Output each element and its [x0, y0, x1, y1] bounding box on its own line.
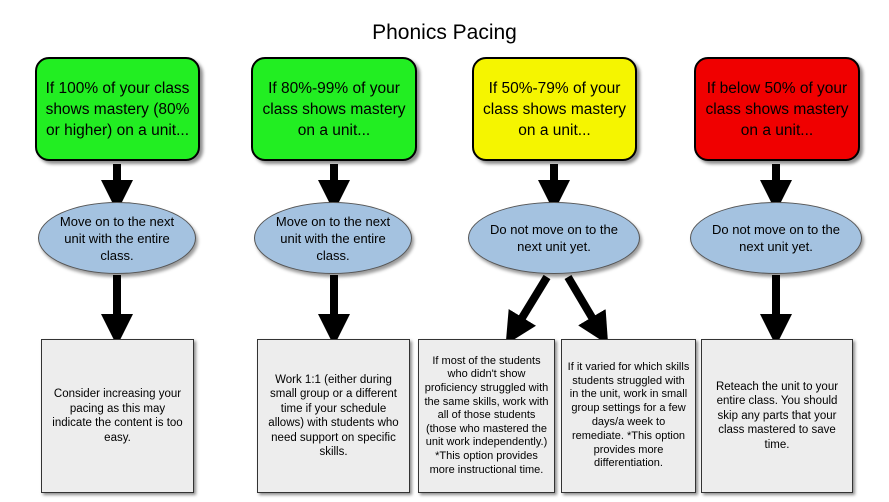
- action-text: Move on to the next unit with the entire…: [275, 213, 391, 263]
- condition-text: If 50%-79% of your class shows mastery o…: [483, 79, 626, 139]
- result-box-2: Work 1:1 (either during small group or a…: [257, 339, 410, 493]
- condition-text: If 80%-99% of your class shows mastery o…: [262, 79, 406, 139]
- condition-box-below-50-percent: If below 50% of your class shows mastery…: [694, 57, 860, 161]
- condition-text: If 100% of your class shows mastery (80%…: [45, 79, 190, 139]
- diagram-title: Phonics Pacing: [372, 21, 517, 44]
- action-text: Do not move on to the next unit yet.: [490, 222, 618, 254]
- condition-box-50-79-percent: If 50%-79% of your class shows mastery o…: [472, 57, 637, 161]
- result-text: If most of the students who didn't show …: [424, 354, 549, 476]
- action-ellipse-4: Do not move on to the next unit yet.: [690, 202, 862, 274]
- result-box-4: If it varied for which skills students s…: [561, 339, 696, 493]
- result-text: Consider increasing your pacing as this …: [52, 388, 183, 444]
- condition-box-80-99-percent: If 80%-99% of your class shows mastery o…: [251, 57, 417, 161]
- result-box-3: If most of the students who didn't show …: [418, 339, 555, 493]
- action-ellipse-1: Move on to the next unit with the entire…: [38, 202, 196, 274]
- result-text: Reteach the unit to your entire class. Y…: [715, 380, 839, 451]
- action-text: Move on to the next unit with the entire…: [59, 213, 175, 263]
- arrow-action-3-to-result-4: [564, 274, 609, 345]
- result-text: If it varied for which skills students s…: [567, 360, 690, 470]
- arrow-action-3-to-result-3: [505, 274, 551, 345]
- result-box-5: Reteach the unit to your entire class. Y…: [701, 339, 853, 493]
- result-box-1: Consider increasing your pacing as this …: [41, 339, 194, 493]
- action-ellipse-2: Move on to the next unit with the entire…: [254, 202, 412, 274]
- result-text: Work 1:1 (either during small group or a…: [268, 373, 399, 459]
- action-text: Do not move on to the next unit yet.: [712, 222, 840, 254]
- condition-text: If below 50% of your class shows mastery…: [705, 79, 849, 139]
- condition-box-100-percent: If 100% of your class shows mastery (80%…: [35, 57, 200, 161]
- action-ellipse-3: Do not move on to the next unit yet.: [468, 202, 640, 274]
